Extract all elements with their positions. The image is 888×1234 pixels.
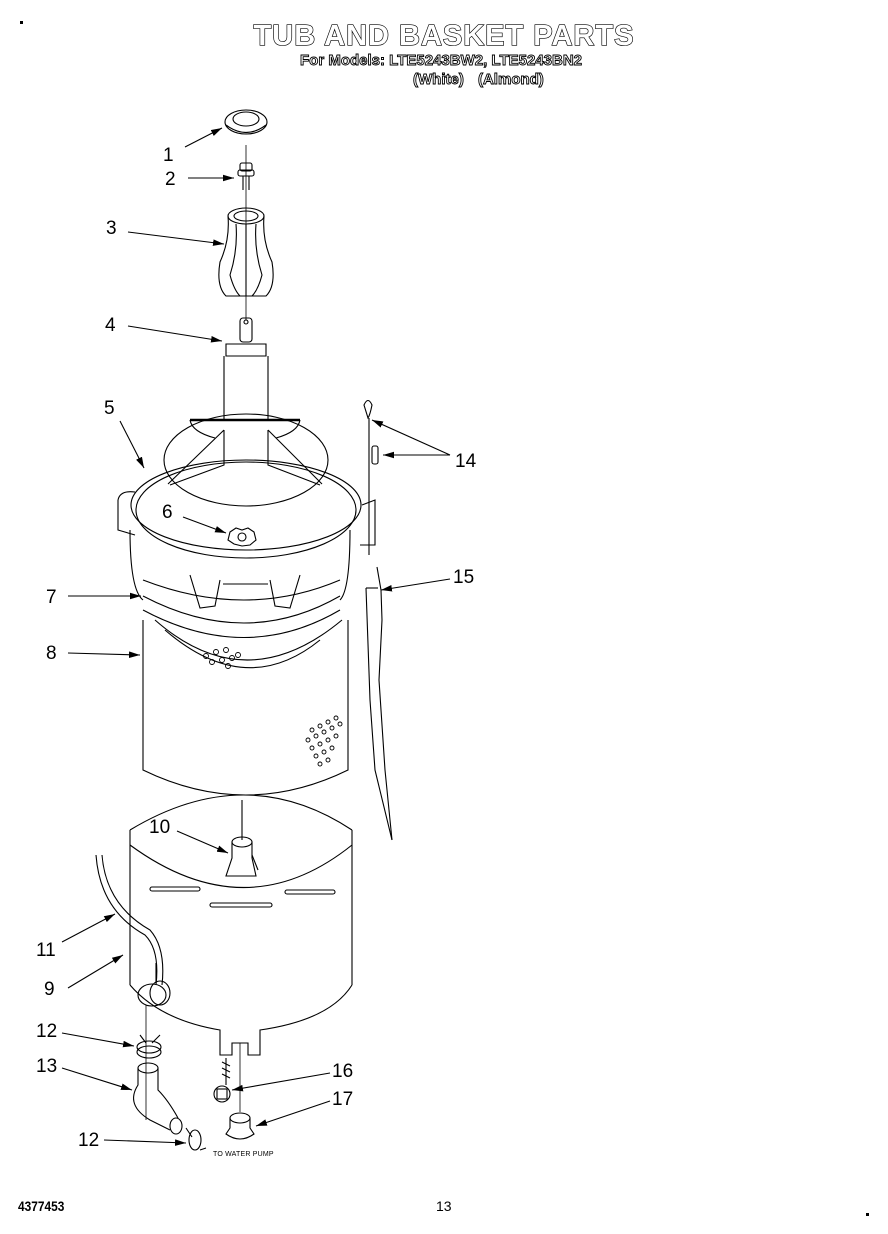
- part-16-screw: [213, 1058, 231, 1103]
- part-6-nut: [227, 527, 257, 547]
- models-subtitle: For Models: LTE5243BW2, LTE5243BN2: [300, 52, 583, 70]
- callout-leaders: [61, 127, 451, 1146]
- part-3-agitator-barrel: [218, 207, 274, 297]
- callout-4: 4: [105, 315, 116, 336]
- callout-2: 2: [165, 169, 176, 190]
- part-17-plug: [225, 1043, 255, 1140]
- callout-13: 13: [36, 1056, 58, 1077]
- callout-3: 3: [106, 218, 117, 239]
- page-number: 13: [436, 1198, 452, 1214]
- callout-12-lower: 12: [78, 1130, 100, 1151]
- part-13-drain-hose: [133, 1062, 183, 1135]
- part-4-shaft: [223, 317, 269, 420]
- callout-16: 16: [332, 1061, 354, 1082]
- colors-subtitle: (White) (Almond): [413, 71, 545, 89]
- part-1-cap: [224, 109, 268, 135]
- part-12-clamp-upper: [136, 1034, 162, 1059]
- callout-7: 7: [46, 587, 57, 608]
- part-10-fitting: [225, 800, 259, 877]
- callout-11: 11: [36, 940, 56, 961]
- tub-outlet: [137, 963, 171, 1120]
- callout-8: 8: [46, 643, 57, 664]
- part-15-strap: [365, 566, 393, 841]
- part-14-clips: [363, 399, 379, 555]
- part-12-clamp-lower: [185, 1127, 207, 1151]
- corner-mark-bottom-right: [866, 1213, 869, 1216]
- part-2-bolt: [237, 162, 255, 190]
- page-title: TUB AND BASKET PARTS: [253, 19, 635, 52]
- callout-12-upper: 12: [36, 1021, 58, 1042]
- callout-17: 17: [332, 1089, 354, 1110]
- callout-10: 10: [149, 817, 171, 838]
- corner-mark-top-left: [20, 21, 23, 24]
- callout-9: 9: [44, 979, 55, 1000]
- part-11-hose: [95, 854, 164, 986]
- callout-5: 5: [104, 398, 115, 419]
- part-8-basket: [142, 619, 349, 796]
- callout-6: 6: [162, 502, 173, 523]
- callout-15: 15: [453, 567, 475, 588]
- part-number: 4377453: [18, 1198, 65, 1214]
- to-water-pump-label: TO WATER PUMP: [213, 1151, 274, 1158]
- callout-14: 14: [455, 451, 477, 472]
- callout-1: 1: [163, 145, 174, 166]
